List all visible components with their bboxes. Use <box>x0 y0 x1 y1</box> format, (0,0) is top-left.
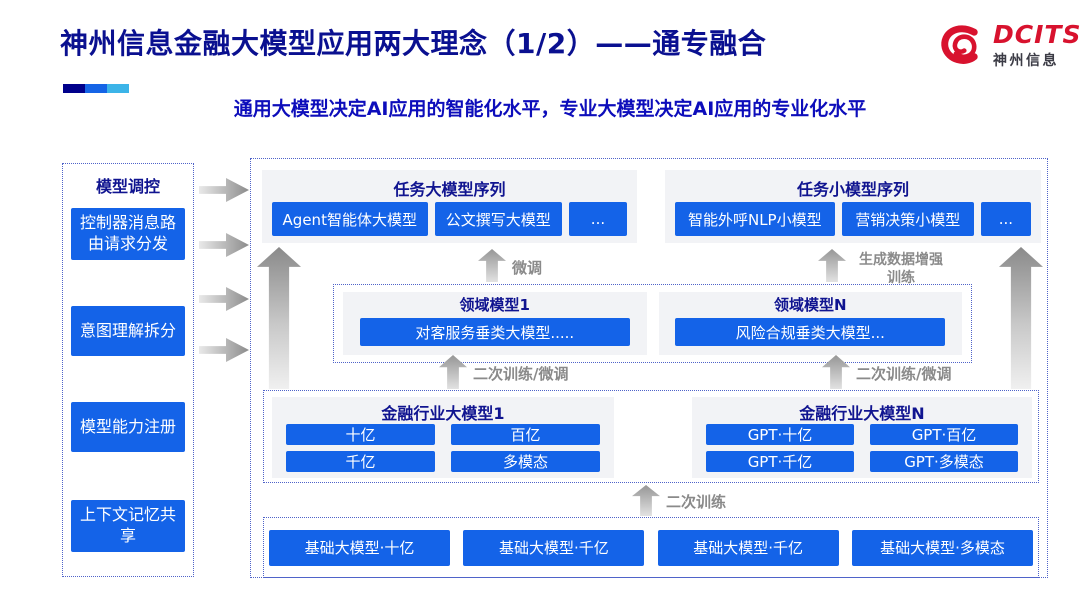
sidebar-item-intent-split: 意图理解拆分 <box>71 306 185 356</box>
model-chip-multimodal: 多模态 <box>451 451 600 472</box>
model-chip-base-multimodal: 基础大模型·多模态 <box>851 529 1033 566</box>
sidebar-item-message-router: 控制器消息路由请求分发 <box>71 208 185 260</box>
model-chip-10b: 百亿 <box>451 424 600 445</box>
flow-arrow-right-4 <box>199 338 249 362</box>
industry-model-n-panel: 金融行业大模型N GPT·十亿 GPT·百亿 GPT·千亿 GPT·多模态 <box>692 397 1032 478</box>
model-chip-gpt-multimodal: GPT·多模态 <box>870 451 1018 472</box>
model-chip-100b: 千亿 <box>286 451 435 472</box>
model-chip-base-100b-2: 基础大模型·千亿 <box>657 529 839 566</box>
model-chip-base-1b: 基础大模型·十亿 <box>269 529 450 566</box>
model-chip-agent: Agent智能体大模型 <box>272 202 428 236</box>
accent-segment-navy <box>63 84 85 93</box>
industry-model-1-title: 金融行业大模型1 <box>381 404 505 423</box>
domain-model-n-title: 领域模型N <box>773 296 847 314</box>
model-chip-document-writing: 公文撰写大模型 <box>434 202 562 236</box>
arrow-label-second-train: 二次训练 <box>666 493 727 511</box>
model-chip-1b: 十亿 <box>286 424 435 445</box>
sidebar-title: 模型调控 <box>95 177 160 196</box>
model-chip-outbound-nlp: 智能外呼NLP小模型 <box>675 202 835 236</box>
page-title: 神州信息金融大模型应用两大理念（1/2）——通专融合 <box>60 27 767 60</box>
model-chip-ellipsis: ... <box>980 202 1031 236</box>
arrow-label-fine-tune: 微调 <box>512 259 543 277</box>
logo-brand-text: DCITS <box>993 20 1080 49</box>
model-chip-gpt-100b: GPT·千亿 <box>706 451 854 472</box>
task-small-group-title: 任务小模型序列 <box>796 180 909 199</box>
industry-model-n-title: 金融行业大模型N <box>799 404 925 423</box>
arrow-label-gen-data: 生成数据增强 训练 <box>852 252 950 287</box>
flow-arrow-right-1 <box>199 178 249 202</box>
sidebar-item-context-share: 上下文记忆共享 <box>71 500 185 552</box>
base-model-container: 基础大模型·十亿 基础大模型·千亿 基础大模型·千亿 基础大模型·多模态 <box>263 517 1039 578</box>
domain-model-n-panel: 领域模型N 风险合规垂类大模型... <box>658 292 962 355</box>
tall-up-arrow-right <box>999 247 1043 389</box>
flow-arrow-right-2 <box>199 233 249 257</box>
task-small-model-group: 任务小模型序列 智能外呼NLP小模型 营销决策小模型 ... <box>665 170 1041 243</box>
task-large-model-row: Agent智能体大模型 公文撰写大模型 ... <box>272 202 627 236</box>
domain-model-1-panel: 领域模型1 对客服务垂类大模型..... <box>343 292 647 355</box>
model-chip-ellipsis: ... <box>568 202 627 236</box>
title-accent-bar <box>63 84 129 93</box>
gen-data-up-arrow <box>818 249 846 282</box>
dcits-logo: DCITS 神州信息 <box>936 22 1080 70</box>
model-chip-gpt-1b: GPT·十亿 <box>706 424 854 445</box>
arrow-label-second-train-finetune-left: 二次训练/微调 <box>473 365 569 383</box>
logo-brand-cn: 神州信息 <box>993 53 1059 69</box>
architecture-panel: 任务大模型序列 Agent智能体大模型 公文撰写大模型 ... 任务小模型序列 … <box>250 158 1048 578</box>
arrow-label-second-train-finetune-right: 二次训练/微调 <box>856 365 952 383</box>
task-large-group-title: 任务大模型序列 <box>393 180 506 199</box>
flow-arrow-right-3 <box>199 287 249 311</box>
second-train-arrow <box>632 485 660 516</box>
accent-segment-blue <box>85 84 107 93</box>
model-chip-customer-service: 对客服务垂类大模型..... <box>359 318 630 346</box>
model-chip-base-100b-1: 基础大模型·千亿 <box>463 529 645 566</box>
logo-text: DCITS 神州信息 <box>993 22 1080 70</box>
gen-data-label-line2: 训练 <box>887 269 915 286</box>
task-large-model-group: 任务大模型序列 Agent智能体大模型 公文撰写大模型 ... <box>262 170 637 243</box>
industry-model-1-panel: 金融行业大模型1 十亿 百亿 千亿 多模态 <box>272 397 614 478</box>
gen-data-label-line1: 生成数据增强 <box>859 252 943 268</box>
sidebar-item-capability-register: 模型能力注册 <box>71 402 185 452</box>
task-small-model-row: 智能外呼NLP小模型 营销决策小模型 ... <box>675 202 1031 236</box>
model-chip-risk-compliance: 风险合规垂类大模型... <box>675 318 946 346</box>
accent-segment-cyan <box>107 84 129 93</box>
industry-model-1-grid: 十亿 百亿 千亿 多模态 <box>286 424 600 472</box>
model-control-panel: 模型调控 控制器消息路由请求分发 意图理解拆分 模型能力注册 上下文记忆共享 <box>62 163 194 577</box>
domain-model-1-title: 领域模型1 <box>459 296 530 314</box>
slide-subtitle: 通用大模型决定AI应用的智能化水平，专业大模型决定AI应用的专业化水平 <box>233 98 867 120</box>
tall-up-arrow-left <box>257 247 301 389</box>
dcits-logo-icon <box>941 25 978 64</box>
industry-model-n-grid: GPT·十亿 GPT·百亿 GPT·千亿 GPT·多模态 <box>706 424 1018 472</box>
industry-model-container: 金融行业大模型1 十亿 百亿 千亿 多模态 金融行业大模型N GPT·十亿 GP… <box>263 390 1039 483</box>
domain-model-container: 领域模型1 对客服务垂类大模型..... 领域模型N 风险合规垂类大模型... <box>333 284 972 363</box>
fine-tune-up-arrow <box>478 249 506 282</box>
model-chip-gpt-10b: GPT·百亿 <box>870 424 1018 445</box>
model-chip-marketing-decision: 营销决策小模型 <box>841 202 974 236</box>
